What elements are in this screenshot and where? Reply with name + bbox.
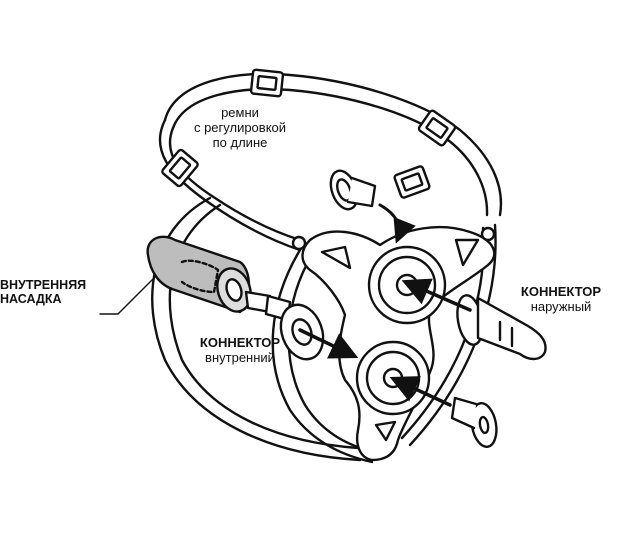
buckle-right (417, 109, 457, 147)
label-connector-outer: КОННЕКТОР наружный (496, 284, 626, 315)
label-inner-line1: ВНУТРЕННЯЯ (0, 278, 87, 292)
label-straps-line2: с регулировкой (193, 119, 287, 135)
label-connector-inner: КОННЕКТОР внутренний (175, 335, 305, 366)
strap-buckles (161, 68, 457, 199)
inner-attachment (146, 235, 292, 322)
arrow-top-plug (378, 203, 416, 244)
buckle-middle (393, 165, 431, 199)
label-straps-line1: ремни (221, 105, 259, 120)
label-inner-line2: НАСАДКА (0, 292, 62, 307)
label-inner-attachment: ВНУТРЕННЯЯ НАСАДКА (0, 278, 118, 307)
label-connector-outer-subtitle: наружный (530, 298, 592, 314)
bottom-plug (450, 396, 498, 448)
buckle-left (161, 148, 199, 188)
buckle-top (249, 68, 285, 98)
leader-line (99, 275, 157, 315)
arrow-outer-connector (401, 278, 472, 312)
label-connector-inner-subtitle: внутренний (205, 349, 275, 365)
arrow-inner-connector (298, 328, 359, 359)
label-connector-inner-title: КОННЕКТОР (199, 335, 281, 350)
label-straps-line3: по длине (212, 134, 268, 150)
top-plug (329, 169, 377, 211)
arrow-bottom-plug (389, 376, 452, 407)
plate-rivet-left (291, 235, 307, 251)
plate-rivet-right (480, 226, 496, 242)
label-connector-outer-title: КОННЕКТОР (520, 284, 602, 299)
label-adjustable-straps: ремни с регулировкой по длине (160, 105, 320, 151)
